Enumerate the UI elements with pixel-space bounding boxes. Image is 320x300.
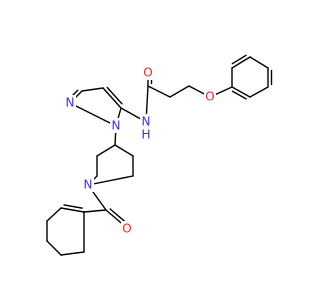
amide-oxygen-atom: O	[142, 65, 154, 80]
bond-pyrazole-n2-n1	[69, 102, 117, 127]
bond-ch2-carbonyl	[147, 85, 171, 98]
bond-cyclohexene-2	[46, 207, 62, 222]
carbonyl-oxygen-label: O	[122, 222, 131, 236]
ether-oxygen-label: O	[205, 90, 214, 104]
bond-cyclohexene-4	[46, 240, 62, 256]
bond-pyrazole-c5-c4	[102, 87, 122, 109]
bond-phenyl-4	[231, 86, 251, 98]
piperidine-nitrogen-label: N	[84, 178, 93, 192]
bond-carbonyl-cyclohexene	[83, 209, 107, 213]
bond-ch2-ch2	[169, 85, 190, 98]
pyrazole-n1-atom: N	[110, 118, 122, 133]
bond-cyclohexene-5	[60, 251, 85, 256]
bond-phenyl-6	[231, 56, 251, 69]
bond-pyrazole-c4-c3	[81, 87, 104, 92]
bond-phenyl-4-second	[231, 90, 247, 100]
bond-piperidine-6	[96, 144, 116, 157]
amide-nh-atom: N H	[140, 114, 152, 142]
bond-pyrazole-c5-c4-second	[106, 86, 123, 105]
pyrazole-n2-atom: N	[64, 95, 76, 110]
bond-phenyl-6-second	[231, 54, 247, 65]
bond-layer	[46, 54, 273, 256]
atom-label-layer: O O N H N N N O	[64, 65, 216, 236]
bond-cyclohexene-1	[60, 207, 85, 213]
amide-nitrogen-label: N	[142, 115, 151, 129]
amide-hydrogen-label: H	[141, 128, 150, 142]
bond-phenyl-1	[249, 56, 269, 69]
bond-cyclohexene-1-second	[63, 204, 83, 209]
bond-phenyl-3	[249, 86, 269, 98]
bond-piperidine-3	[87, 175, 134, 186]
molecule-structure: O O N H N N N O	[46, 54, 273, 256]
carbonyl-oxygen-atom: O	[121, 221, 133, 236]
piperidine-nitrogen-atom: N	[82, 177, 94, 192]
pyrazole-n1-label: N	[112, 119, 121, 133]
pyrazole-n2-label: N	[66, 96, 75, 110]
bond-piperidine-1	[114, 144, 134, 157]
ether-oxygen-atom: O	[204, 89, 216, 104]
amide-oxygen-label: O	[143, 66, 152, 80]
